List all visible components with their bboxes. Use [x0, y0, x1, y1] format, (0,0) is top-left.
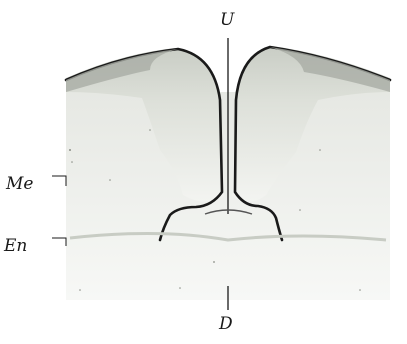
label-d: D — [219, 316, 233, 333]
label-me: Me — [6, 176, 33, 193]
en-pointer — [52, 238, 66, 246]
label-u: U — [220, 12, 234, 29]
label-en: En — [4, 238, 27, 255]
me-pointer — [52, 176, 66, 186]
